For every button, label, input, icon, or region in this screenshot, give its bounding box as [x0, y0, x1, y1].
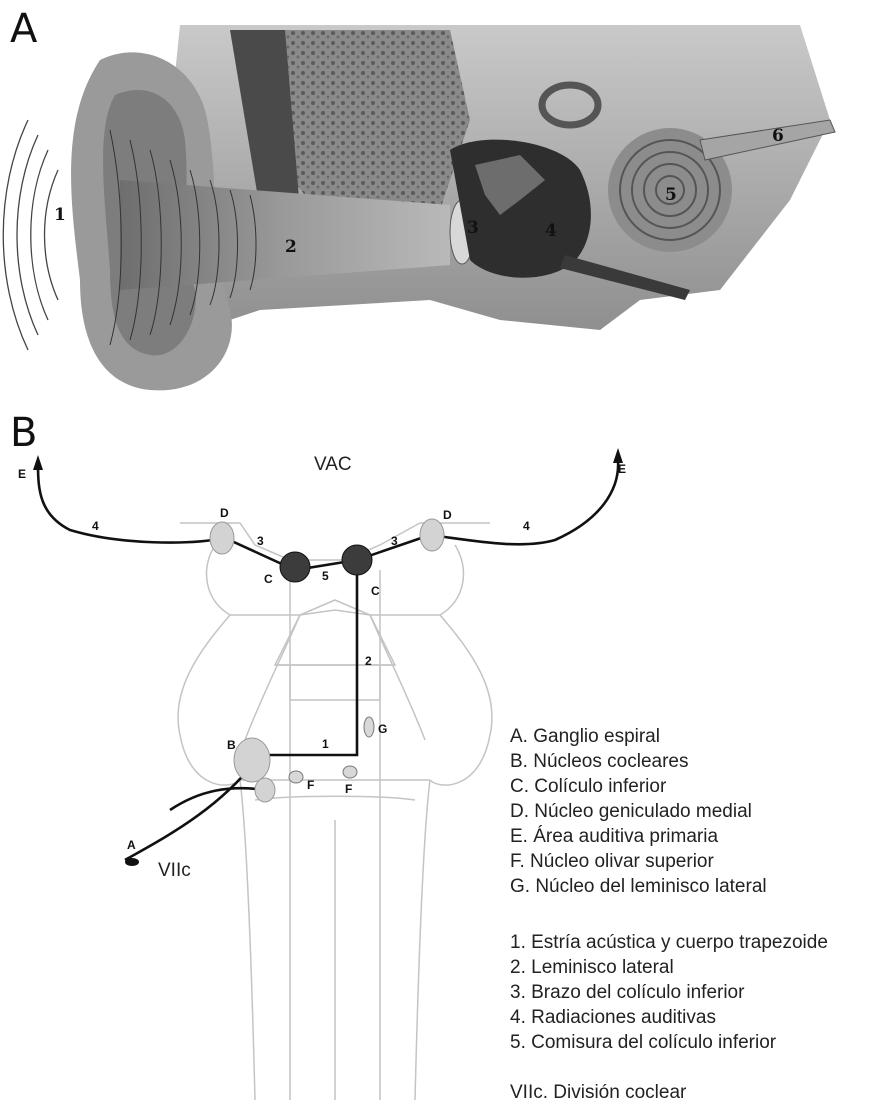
legend-item-a: A. Ganglio espiral	[510, 724, 767, 749]
ear-label-6: 6	[772, 126, 784, 146]
arrow-left-e	[33, 455, 43, 470]
label-g: G	[378, 722, 387, 736]
label-c-left: C	[264, 572, 273, 586]
label-1: 1	[322, 737, 329, 751]
label-d-left: D	[220, 506, 229, 520]
label-2: 2	[365, 654, 372, 668]
mastoid-bone	[270, 30, 470, 215]
legend-cranial: VIIc. División coclear	[510, 1080, 686, 1105]
legend-item-g: G. Núcleo del leminisco lateral	[510, 874, 767, 899]
legend-item-d: D. Núcleo geniculado medial	[510, 799, 767, 824]
olive-left	[289, 771, 303, 783]
label-d-right: D	[443, 508, 452, 522]
ear-anatomy-illustration: 1 2 3 4 5 6	[0, 0, 889, 400]
legend-item-5: 5. Comisura del colículo inferior	[510, 1030, 828, 1055]
label-3-right: 3	[391, 534, 398, 548]
legend-numbers: 1. Estría acústica y cuerpo trapezoide 2…	[510, 930, 828, 1055]
legend-item-3: 3. Brazo del colículo inferior	[510, 980, 828, 1005]
legend-item-1: 1. Estría acústica y cuerpo trapezoide	[510, 930, 828, 955]
olive-right	[343, 766, 357, 778]
ear-label-1: 1	[54, 205, 66, 225]
label-3-left: 3	[257, 534, 264, 548]
legend-item-viic: VIIc. División coclear	[510, 1080, 686, 1105]
ear-label-3: 3	[467, 218, 479, 238]
legend-item-b: B. Núcleos cocleares	[510, 749, 767, 774]
label-4-left: 4	[92, 519, 99, 533]
label-e-left: E	[18, 467, 26, 481]
mgn-right	[420, 519, 444, 551]
label-c-right: C	[371, 584, 380, 598]
legend-item-4: 4. Radiaciones auditivas	[510, 1005, 828, 1030]
legend-item-e: E. Área auditiva primaria	[510, 824, 767, 849]
ear-label-4: 4	[545, 221, 557, 241]
legend-item-2: 2. Leminisco lateral	[510, 955, 828, 980]
inferior-colliculus-right	[342, 545, 372, 575]
legend-item-f: F. Núcleo olivar superior	[510, 849, 767, 874]
label-f-right: F	[345, 782, 352, 796]
label-e-right: E	[618, 462, 626, 476]
ear-label-5: 5	[665, 185, 677, 205]
legend-letters: A. Ganglio espiral B. Núcleos cocleares …	[510, 724, 767, 899]
panel-b-letter: B	[10, 410, 37, 456]
cochlear-nuclei-lower	[255, 778, 275, 802]
spiral-ganglion	[125, 858, 139, 866]
mgn-left	[210, 522, 234, 554]
viic-label: VIIc	[158, 860, 191, 881]
ear-label-2: 2	[285, 237, 297, 257]
lateral-lemniscus-nucleus	[364, 717, 374, 737]
cochlear-nuclei	[234, 738, 270, 782]
label-f-left: F	[307, 778, 314, 792]
label-5: 5	[322, 569, 329, 583]
sound-waves	[3, 120, 58, 350]
label-b: B	[227, 738, 236, 752]
label-a: A	[127, 838, 136, 852]
legend-item-c: C. Colículo inferior	[510, 774, 767, 799]
inferior-colliculus-left	[280, 552, 310, 582]
brainstem-outline	[178, 523, 492, 1100]
arrow-right-e	[613, 448, 623, 463]
label-4-right: 4	[523, 519, 530, 533]
vac-label: VAC	[314, 454, 352, 475]
